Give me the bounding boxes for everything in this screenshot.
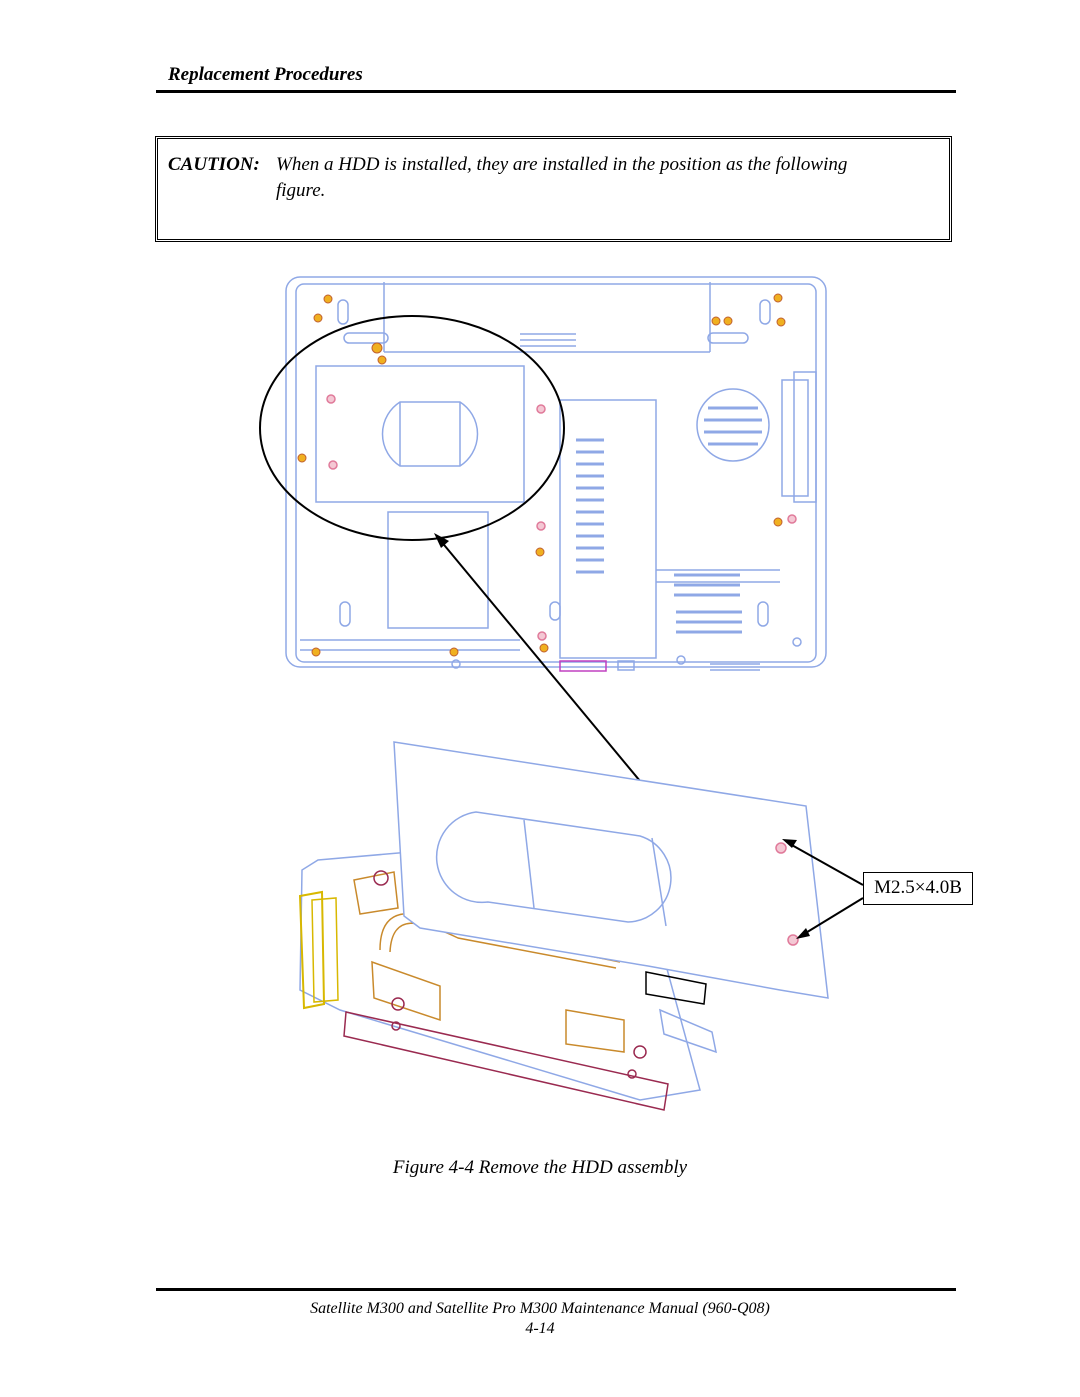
section-title: Replacement Procedures [168,64,363,85]
port-outline [559,660,607,672]
laptop-screws [297,293,786,657]
header-rule [156,90,956,93]
page-number: 4-14 [525,1320,555,1337]
caution-box [155,136,952,242]
pointer-arrowhead [434,533,449,548]
laptop-bottom-view [285,276,827,671]
caution-label: CAUTION: [168,154,260,175]
caution-text-line-1: When a HDD is installed, they are instal… [276,154,848,175]
caution-text-line-2: figure. [276,180,326,201]
hdd-location-highlight [259,315,565,541]
footer-rule [156,1288,956,1291]
pointer-line [439,539,675,823]
hdd-cover-plate [393,741,829,999]
screw-arrow-bottom [803,897,864,935]
m25-screws [775,842,799,946]
manual-title: Satellite M300 and Satellite Pro M300 Ma… [310,1300,770,1317]
laptop-vent-slots [576,406,762,634]
screw-arrow-top [789,843,864,886]
screw-size-label: M2.5×4.0B [863,872,973,905]
figure-caption: Figure 4-4 Remove the HDD assembly [392,1157,688,1178]
hdd-cover-screws [326,394,797,641]
